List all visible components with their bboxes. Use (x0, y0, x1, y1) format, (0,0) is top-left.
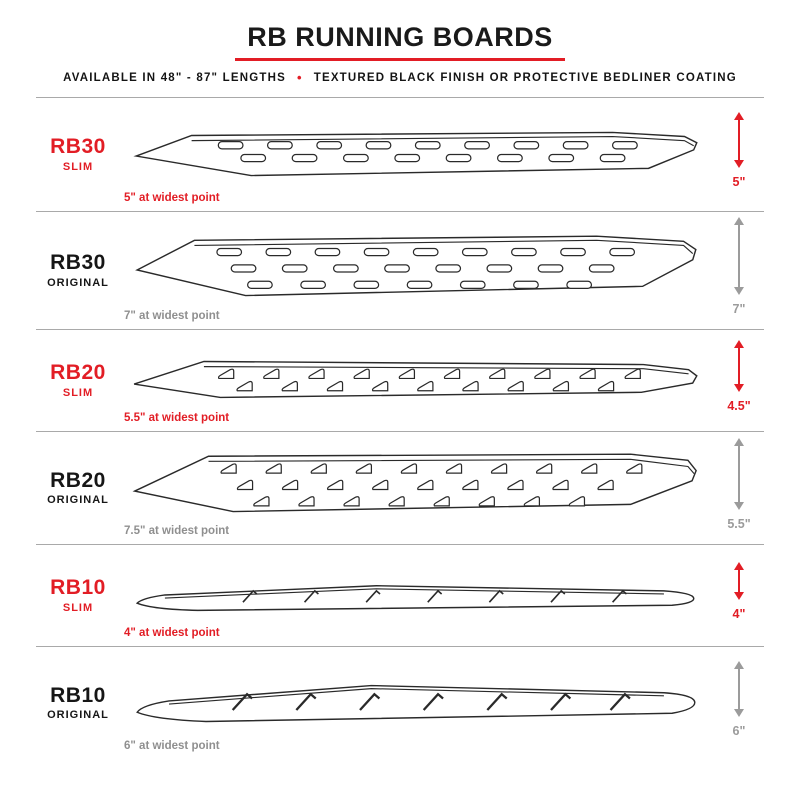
divider (36, 97, 764, 98)
height-arrow-icon (734, 217, 744, 295)
divider (36, 329, 764, 330)
drawing-area: 6" at widest point (120, 647, 714, 759)
model-name: RB10 (50, 576, 106, 600)
board-row-rb20-original: RB20 ORIGINAL 7.5" at widest point 5.5 (36, 432, 764, 544)
bullet-separator-icon: • (296, 70, 303, 85)
model-name: RB20 (50, 361, 106, 385)
variant-name: ORIGINAL (47, 494, 109, 507)
finish-text: TEXTURED BLACK FINISH OR PROTECTIVE BEDL… (313, 71, 737, 84)
height-arrow-icon (734, 112, 744, 168)
height-value: 4.5" (727, 399, 751, 413)
drawing-area: 4" at widest point (120, 545, 714, 646)
height-measure: 4.5" (714, 330, 764, 431)
model-name: RB30 (50, 251, 106, 275)
model-label-block: RB10 ORIGINAL (36, 647, 120, 759)
board-row-rb30-slim: RB30 SLIM 5" at widest point 5" (36, 98, 764, 211)
header: RB RUNNING BOARDS AVAILABLE IN 48" - 87"… (36, 0, 764, 85)
height-value: 7" (732, 302, 746, 316)
widest-point-label: 6" at widest point (124, 740, 220, 752)
variant-name: ORIGINAL (47, 709, 109, 722)
height-value: 5.5" (727, 516, 751, 531)
drawing-area: 5.5" at widest point (120, 330, 714, 431)
board-row-rb30-original: RB30 ORIGINAL 7" at widest point 7" (36, 212, 764, 329)
widest-point-label: 5" at widest point (124, 192, 220, 204)
height-arrow-icon (734, 562, 744, 600)
height-value: 4" (732, 607, 746, 621)
rb30-original-board-drawing (134, 234, 697, 296)
height-measure: 5" (714, 98, 764, 211)
rb10-original-board-drawing (135, 684, 695, 723)
divider (36, 211, 764, 212)
widest-point-label: 4" at widest point (124, 627, 220, 639)
model-name: RB10 (50, 683, 106, 707)
height-arrow-icon (734, 437, 744, 510)
subtitle: AVAILABLE IN 48" - 87" LENGTHS • TEXTURE… (36, 70, 764, 85)
variant-name: ORIGINAL (47, 276, 109, 289)
height-measure: 5.5" (714, 432, 764, 544)
rb20-original-board-drawing (132, 453, 697, 513)
model-label-block: RB20 ORIGINAL (36, 432, 120, 544)
height-measure: 4" (714, 545, 764, 646)
model-label-block: RB20 SLIM (36, 330, 120, 431)
board-row-rb10-slim: RB10 SLIM 4" at widest point 4" (36, 545, 764, 646)
variant-name: SLIM (62, 160, 94, 173)
model-label-block: RB10 SLIM (36, 545, 120, 646)
height-value: 6" (732, 723, 746, 738)
rb10-slim-board-drawing (135, 584, 694, 611)
model-label-block: RB30 SLIM (36, 98, 120, 211)
divider (36, 431, 764, 432)
drawing-area: 7" at widest point (120, 212, 714, 329)
divider (36, 544, 764, 545)
variant-name: SLIM (62, 386, 94, 399)
height-arrow-icon (734, 660, 744, 717)
availability-text: AVAILABLE IN 48" - 87" LENGTHS (63, 71, 286, 84)
variant-name: SLIM (62, 601, 94, 614)
widest-point-label: 7.5" at widest point (124, 525, 230, 537)
height-measure: 7" (714, 212, 764, 329)
board-rows: RB30 SLIM 5" at widest point 5" (36, 97, 764, 759)
page-title: RB RUNNING BOARDS (235, 22, 565, 61)
model-name: RB20 (50, 468, 106, 492)
rb30-slim-board-drawing (132, 131, 698, 176)
board-row-rb10-original: RB10 ORIGINAL 6" at widest point 6" (36, 647, 764, 759)
model-label-block: RB30 ORIGINAL (36, 212, 120, 329)
rb20-slim-board-drawing (133, 360, 698, 398)
model-name: RB30 (50, 135, 106, 159)
divider (36, 646, 764, 647)
height-arrow-icon (734, 340, 744, 392)
widest-point-label: 7" at widest point (124, 310, 220, 322)
height-value: 5" (732, 175, 746, 189)
height-measure: 6" (714, 647, 764, 759)
widest-point-label: 5.5" at widest point (124, 412, 230, 424)
drawing-area: 7.5" at widest point (120, 432, 714, 544)
board-row-rb20-slim: RB20 SLIM 5.5" at widest point 4.5" (36, 330, 764, 431)
drawing-area: 5" at widest point (120, 98, 714, 211)
